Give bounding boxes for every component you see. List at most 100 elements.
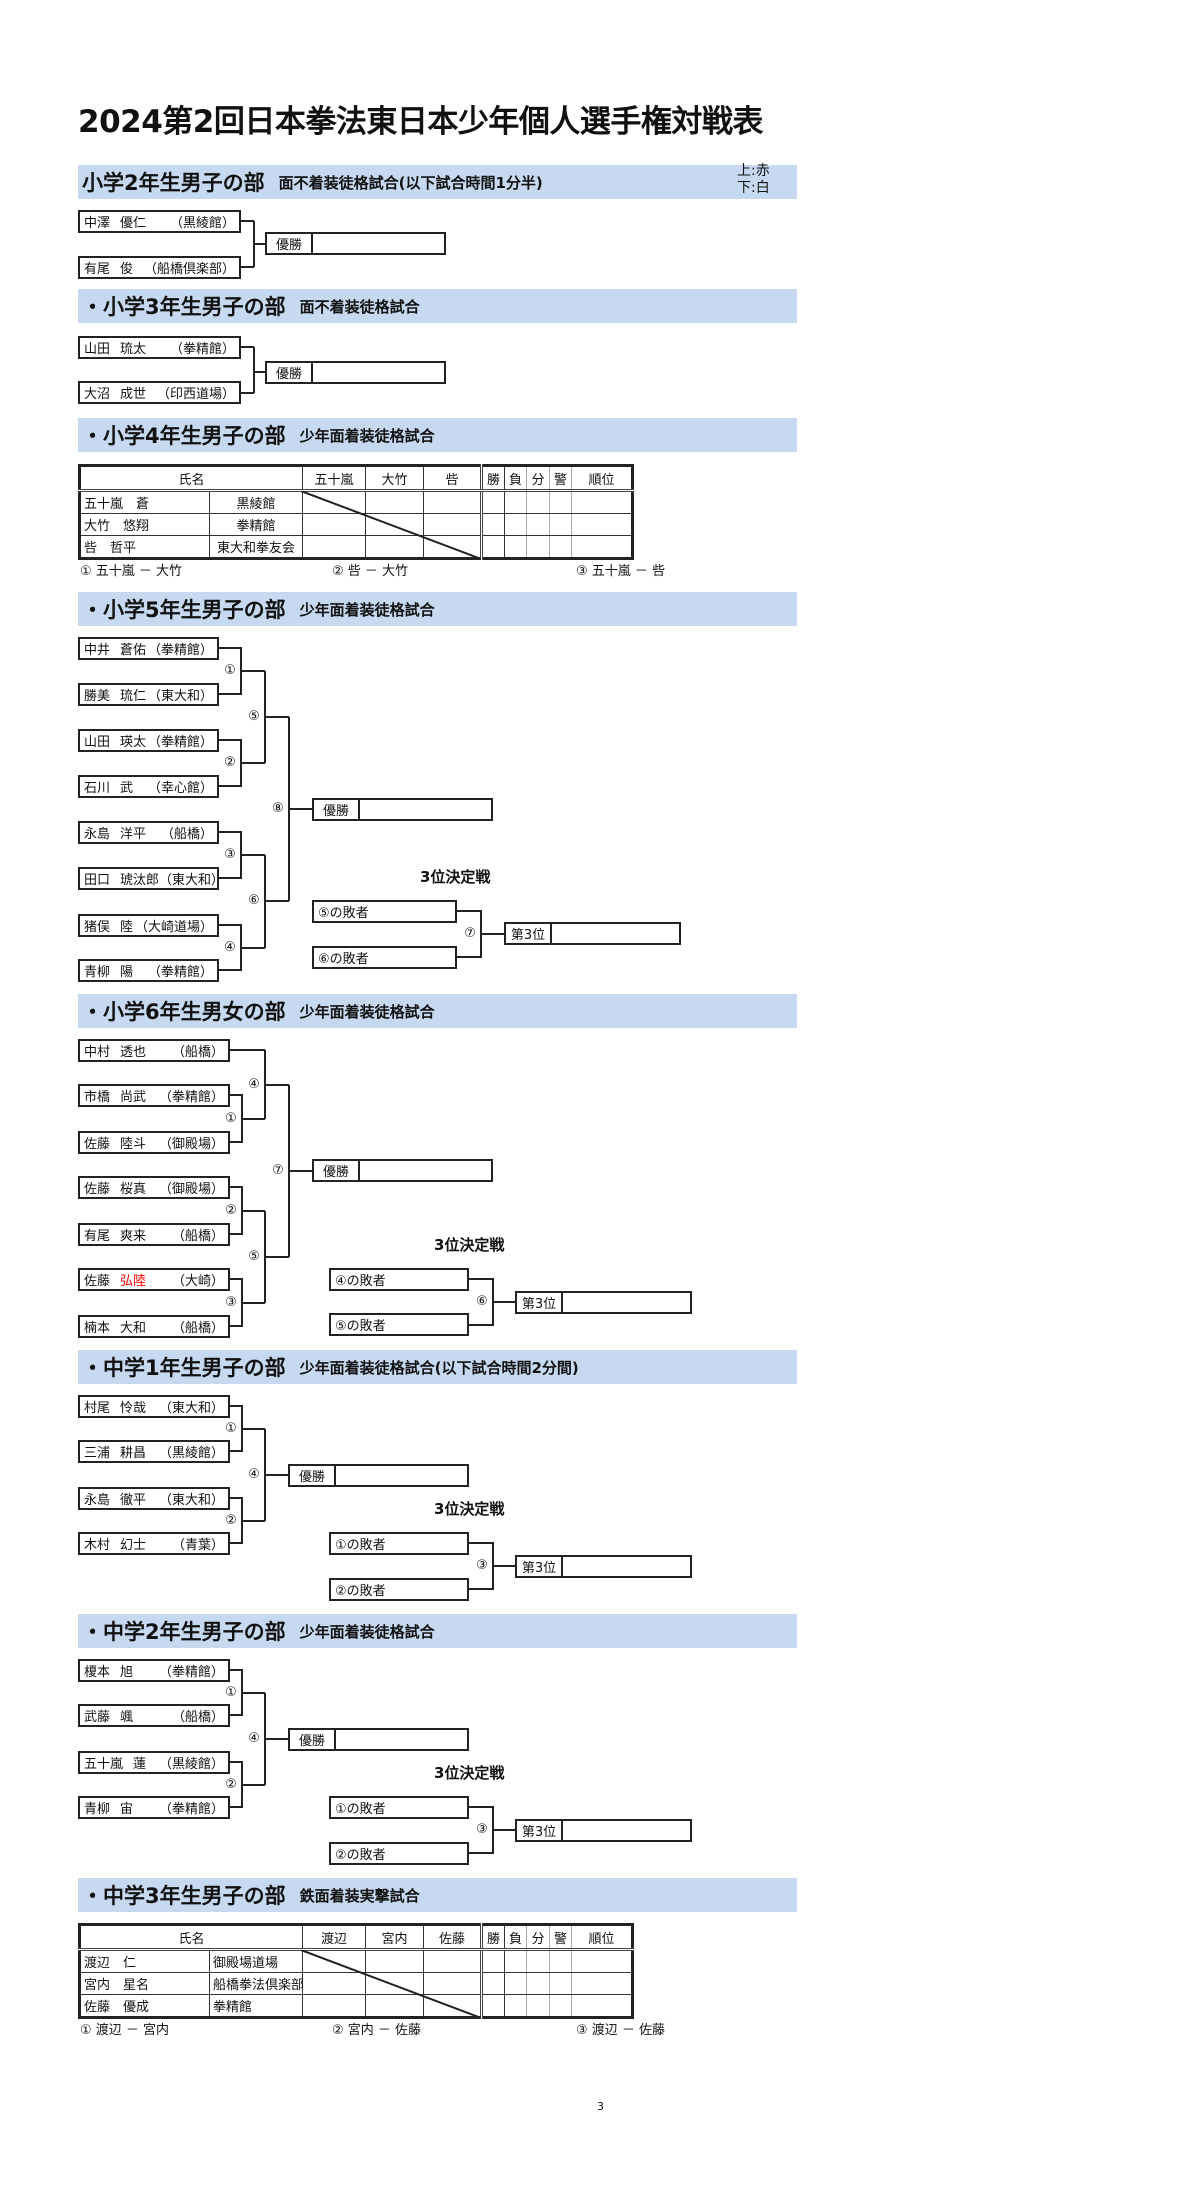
stat-cell[interactable] [504, 1994, 528, 2018]
result-cell[interactable] [302, 535, 367, 559]
legend-top-red: 上:赤 [737, 163, 770, 179]
stat-header: 分 [526, 1924, 551, 1951]
stat-cell[interactable] [480, 535, 506, 559]
entrant-box: 中村透也（船橋） [78, 1039, 230, 1062]
section-header: ・小学3年生男子の部面不着装徒格試合 [78, 289, 797, 323]
rank-cell[interactable] [571, 513, 634, 536]
result-cell[interactable] [423, 535, 483, 559]
entrant-box: 有尾爽来（船橋） [78, 1223, 230, 1246]
rank-cell[interactable] [571, 490, 634, 514]
stat-cell[interactable] [504, 513, 528, 536]
match-number: ④ [248, 1731, 260, 1746]
stat-cell[interactable] [526, 490, 551, 514]
result-cell[interactable] [302, 490, 367, 514]
entrant-given-name: 颯 [120, 1710, 134, 1725]
result-cell[interactable] [423, 490, 483, 514]
match-number: ③ [224, 847, 236, 862]
opponent-header: 渡辺 [302, 1924, 367, 1951]
table-row: 呰 哲平東大和拳友会 [79, 535, 634, 559]
entrant-given-name: 成世 [120, 387, 147, 402]
table-header-row: 氏名渡辺宮内佐藤勝負分警順位 [78, 1924, 634, 1951]
stat-cell[interactable] [480, 1972, 506, 1995]
loser-box: ⑤の敗者 [312, 900, 457, 923]
stat-cell[interactable] [549, 1994, 573, 2018]
entrant-box: 村尾怜哉（東大和） [78, 1395, 230, 1418]
result-cell[interactable] [423, 1972, 483, 1995]
stat-cell[interactable] [549, 535, 573, 559]
stat-cell[interactable] [480, 513, 506, 536]
result-cell[interactable] [365, 535, 425, 559]
stat-cell[interactable] [480, 1949, 506, 1973]
rank-cell[interactable] [571, 535, 634, 559]
stat-cell[interactable] [526, 535, 551, 559]
name-header: 氏名 [78, 1924, 304, 1951]
stat-cell[interactable] [549, 490, 573, 514]
match-number: ② [224, 755, 236, 770]
stat-header: 分 [526, 465, 551, 492]
rank-cell[interactable] [571, 1994, 634, 2018]
stat-header: 警 [549, 465, 573, 492]
entrant-box: 永島徹平（東大和） [78, 1487, 230, 1510]
stat-cell[interactable] [480, 490, 506, 514]
result-cell[interactable] [302, 1949, 367, 1973]
stat-cell[interactable] [504, 535, 528, 559]
entrant-family-name: 中井 [84, 643, 111, 658]
third-place-box: 第3位 [515, 1819, 692, 1842]
entrant-given-name: 蓮 [133, 1757, 147, 1772]
rank-cell[interactable] [571, 1972, 634, 1995]
entrant-dojo: （船橋） [171, 1321, 224, 1336]
entrant-box: 佐藤弘陸（大崎） [78, 1268, 230, 1291]
name-header: 氏名 [78, 465, 304, 492]
result-cell[interactable] [365, 1972, 425, 1995]
entrant-box: 三浦耕昌（黒綾館） [78, 1440, 230, 1463]
stat-cell[interactable] [526, 1972, 551, 1995]
stat-cell[interactable] [526, 513, 551, 536]
result-cell[interactable] [365, 1949, 425, 1973]
result-cell[interactable] [423, 513, 483, 536]
entrant-given-name: 尚武 [120, 1090, 147, 1105]
entrant-dojo: （拳精館） [158, 1802, 224, 1817]
entrant-given-name: 蒼佑 [120, 643, 147, 658]
stat-cell[interactable] [526, 1949, 551, 1973]
entrant-family-name: 佐藤 [84, 1274, 111, 1289]
stat-cell[interactable] [549, 513, 573, 536]
stat-cell[interactable] [526, 1994, 551, 2018]
rank-cell[interactable] [571, 1949, 634, 1973]
page-title: 2024第2回日本拳法東日本少年個人選手権対戦表 [78, 104, 763, 140]
entrant-given-name: 琉太 [120, 342, 147, 357]
stat-cell[interactable] [504, 490, 528, 514]
third-place-box-value [552, 924, 679, 943]
table-row: 宮内 星名船橋拳法倶楽部 [79, 1972, 634, 1995]
table-row: 五十嵐 蒼黒綾館 [79, 490, 634, 514]
bracket-s7 [230, 1669, 515, 1854]
section-heading: ・中学3年生男子の部 [82, 1884, 286, 1908]
result-cell[interactable] [365, 1994, 425, 2018]
winner-box-label: 優勝 [267, 234, 313, 253]
result-cell[interactable] [423, 1949, 483, 1973]
result-cell[interactable] [365, 490, 425, 514]
entrant-box: 山田琉太（拳精館） [78, 336, 241, 359]
result-cell[interactable] [365, 513, 425, 536]
result-cell[interactable] [302, 1972, 367, 1995]
result-cell[interactable] [423, 1994, 483, 2018]
stat-cell[interactable] [480, 1994, 506, 2018]
entrant-dojo: （黒綾館） [158, 1757, 224, 1772]
entrant-family-name: 中澤 [84, 216, 111, 231]
match-number: ① [225, 1685, 237, 1700]
result-cell[interactable] [302, 1994, 367, 2018]
stat-cell[interactable] [504, 1972, 528, 1995]
winner-box-label: 優勝 [290, 1466, 336, 1485]
result-cell[interactable] [302, 513, 367, 536]
stat-cell[interactable] [504, 1949, 528, 1973]
match-number: ⑤ [248, 709, 260, 724]
section-header: ・中学1年生男子の部少年面着装徒格試合(以下試合時間2分間) [78, 1350, 797, 1384]
stat-cell[interactable] [549, 1972, 573, 1995]
stat-cell[interactable] [549, 1949, 573, 1973]
opponent-header: 宮内 [365, 1924, 425, 1951]
entrant-family-name: 市橋 [84, 1090, 111, 1105]
entrant-box: 永島洋平（船橋） [78, 821, 219, 844]
winner-box-value [360, 800, 491, 819]
match-pairing: ① 五十嵐 － 大竹 [80, 564, 183, 579]
legend-bottom-white: 下:白 [737, 180, 770, 196]
entrant-box: 中井蒼佑（拳精館） [78, 637, 219, 660]
